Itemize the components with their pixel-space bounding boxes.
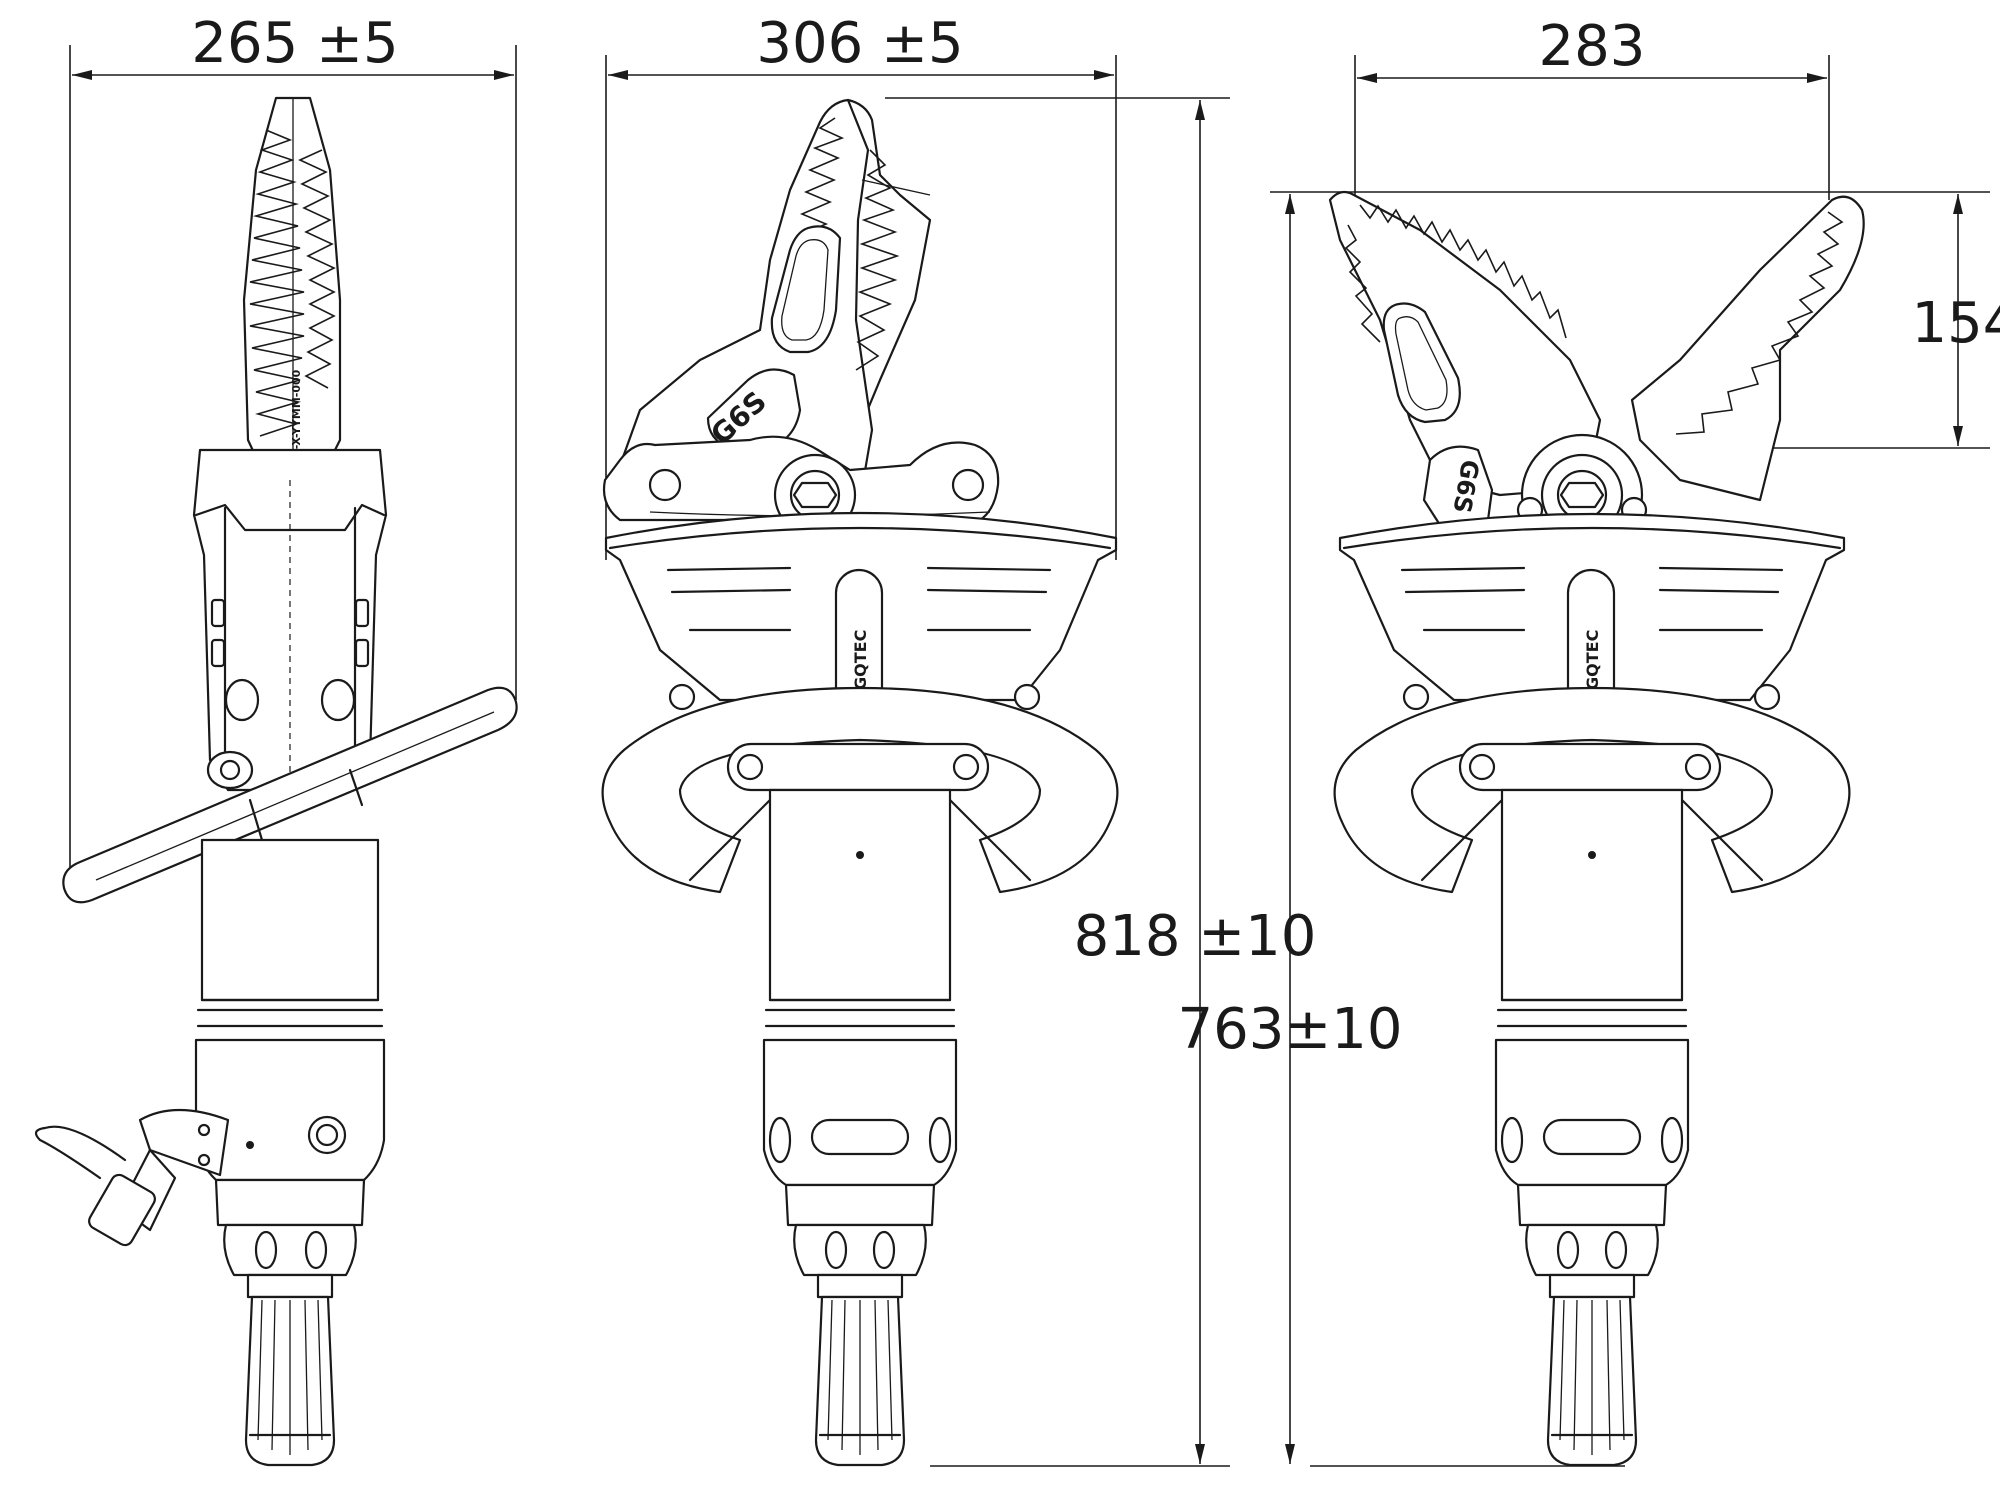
dimension-labels: 265 ±5 306 ±5 283 154 818 ±10 763±10: [191, 11, 2000, 1062]
open-grip-ribs: [1559, 1299, 1625, 1455]
dim-width-front-label: 306 ±5: [756, 11, 963, 76]
dim-width-side-label: 265 ±5: [191, 11, 398, 76]
dim-length-total-label: 818 ±10: [1074, 904, 1317, 969]
open-view: G6S GQTEC: [1328, 190, 1865, 1467]
dimension-lines: [69, 45, 1990, 1467]
front-brand-text: GQTEC: [851, 630, 870, 690]
open-brand-text: GQTEC: [1583, 630, 1602, 690]
blade-code-text: ZZ-X-YYMM-000: [290, 369, 303, 465]
dim-width-open-label: 283: [1539, 14, 1646, 79]
side-slots: [210, 598, 370, 668]
front-ribs: [666, 566, 1052, 632]
side-view: ZZ-X-YYMM-000: [34, 96, 518, 1467]
dim-length-body-label: 763±10: [1177, 997, 1402, 1062]
front-grip-ribs: [827, 1299, 893, 1455]
open-ribs: [1400, 566, 1784, 632]
dim-opening-gap-label: 154: [1912, 291, 2000, 356]
front-view: G6S GQTEC: [601, 98, 1119, 1467]
side-grip-ribs: [257, 1299, 323, 1455]
